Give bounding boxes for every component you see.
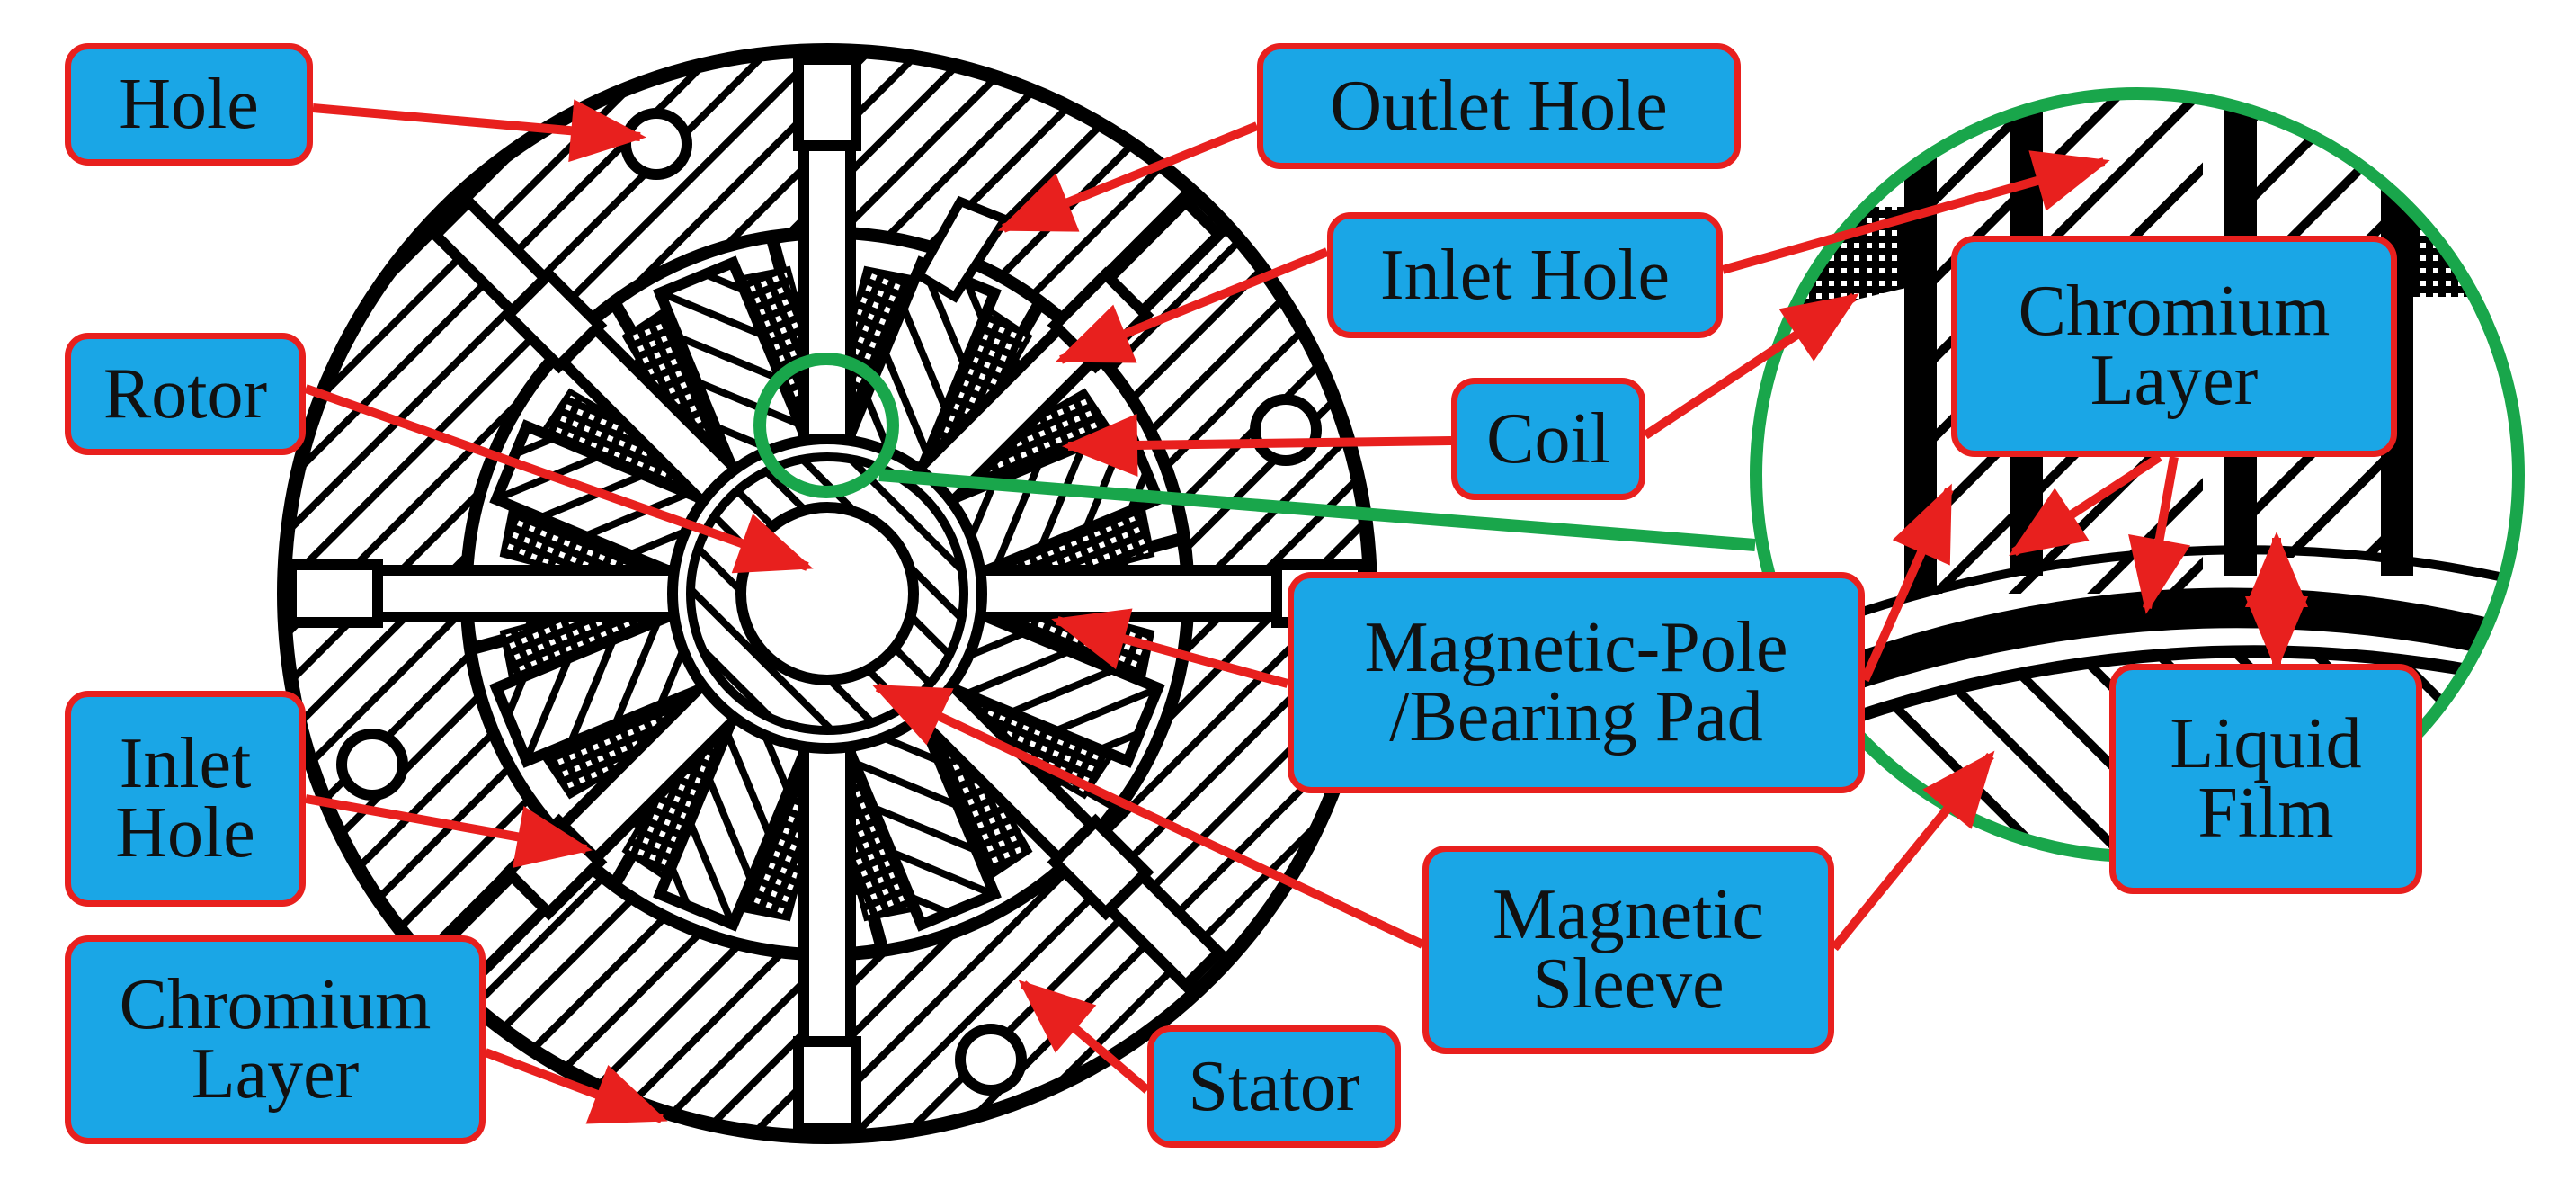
label-chromium-layer-right-line2: Layer [2090, 341, 2259, 420]
arrow-coil [1062, 413, 1452, 477]
label-coil: Coil [1451, 378, 1645, 500]
arrow-inlet-hole-left [305, 794, 593, 868]
label-rotor: Rotor [65, 333, 306, 455]
arrow-hole [312, 99, 646, 163]
arrow-inlet-hole-zoom [1721, 150, 2110, 274]
arrow-chromium-right-a [2009, 452, 2162, 557]
label-hole-text: Hole [119, 64, 259, 144]
arrow-chromium-right-b [2128, 456, 2190, 614]
arrow-magnetic-sleeve-zoom [1831, 750, 1995, 952]
label-magnetic-pole: Magnetic-Pole /Bearing Pad [1288, 572, 1865, 793]
label-magnetic-sleeve: Magnetic Sleeve [1422, 846, 1834, 1054]
label-inlet-hole-left-line1: Inlet [119, 724, 252, 804]
label-chromium-layer-left-line2: Layer [191, 1034, 360, 1114]
arrow-rotor [304, 384, 814, 574]
arrow-magnetic-pole-zoom [1860, 483, 1954, 683]
arrow-stator [1018, 980, 1151, 1094]
arrow-outlet-hole [997, 121, 1259, 233]
label-chromium-layer-right: Chromium Layer [1951, 236, 2397, 457]
label-liquid-film-line1: Liquid [2170, 704, 2362, 784]
rotor [735, 502, 919, 685]
annotation-arrows [304, 99, 2190, 1124]
label-inlet-hole-left: Inlet Hole [65, 691, 306, 907]
arrow-inlet-hole-top [1055, 247, 1329, 364]
zoom-source-circle [753, 353, 899, 498]
label-chromium-layer-left: Chromium Layer [65, 935, 486, 1144]
arrow-magnetic-pole [1051, 608, 1289, 688]
label-coil-text: Coil [1486, 398, 1610, 479]
label-magnetic-pole-line1: Magnetic-Pole [1364, 608, 1788, 688]
zoom-connector [878, 469, 1756, 551]
label-rotor-text: Rotor [103, 353, 268, 434]
arrow-chromium-left [484, 1048, 668, 1124]
label-liquid-film: Liquid Film [2109, 664, 2422, 894]
label-chromium-layer-left-line1: Chromium [119, 965, 432, 1045]
label-outlet-hole-text: Outlet Hole [1330, 66, 1668, 146]
label-inlet-hole-top: Inlet Hole [1327, 212, 1723, 338]
label-magnetic-sleeve-line1: Magnetic [1492, 875, 1765, 955]
arrow-coil-zoom [1643, 292, 1859, 440]
label-outlet-hole: Outlet Hole [1257, 43, 1741, 169]
label-hole: Hole [65, 43, 313, 166]
label-liquid-film-line2: Film [2197, 774, 2334, 853]
label-chromium-layer-right-line1: Chromium [2018, 272, 2331, 352]
label-magnetic-sleeve-line2: Sleeve [1532, 944, 1725, 1024]
arrow-magnetic-sleeve [871, 683, 1425, 949]
label-inlet-hole-top-text: Inlet Hole [1379, 235, 1671, 315]
label-stator-text: Stator [1188, 1046, 1360, 1126]
label-inlet-hole-left-line2: Hole [115, 793, 255, 872]
label-stator: Stator [1147, 1025, 1401, 1148]
outlet-slot [913, 195, 1012, 303]
label-magnetic-pole-line2: /Bearing Pad [1389, 677, 1763, 756]
